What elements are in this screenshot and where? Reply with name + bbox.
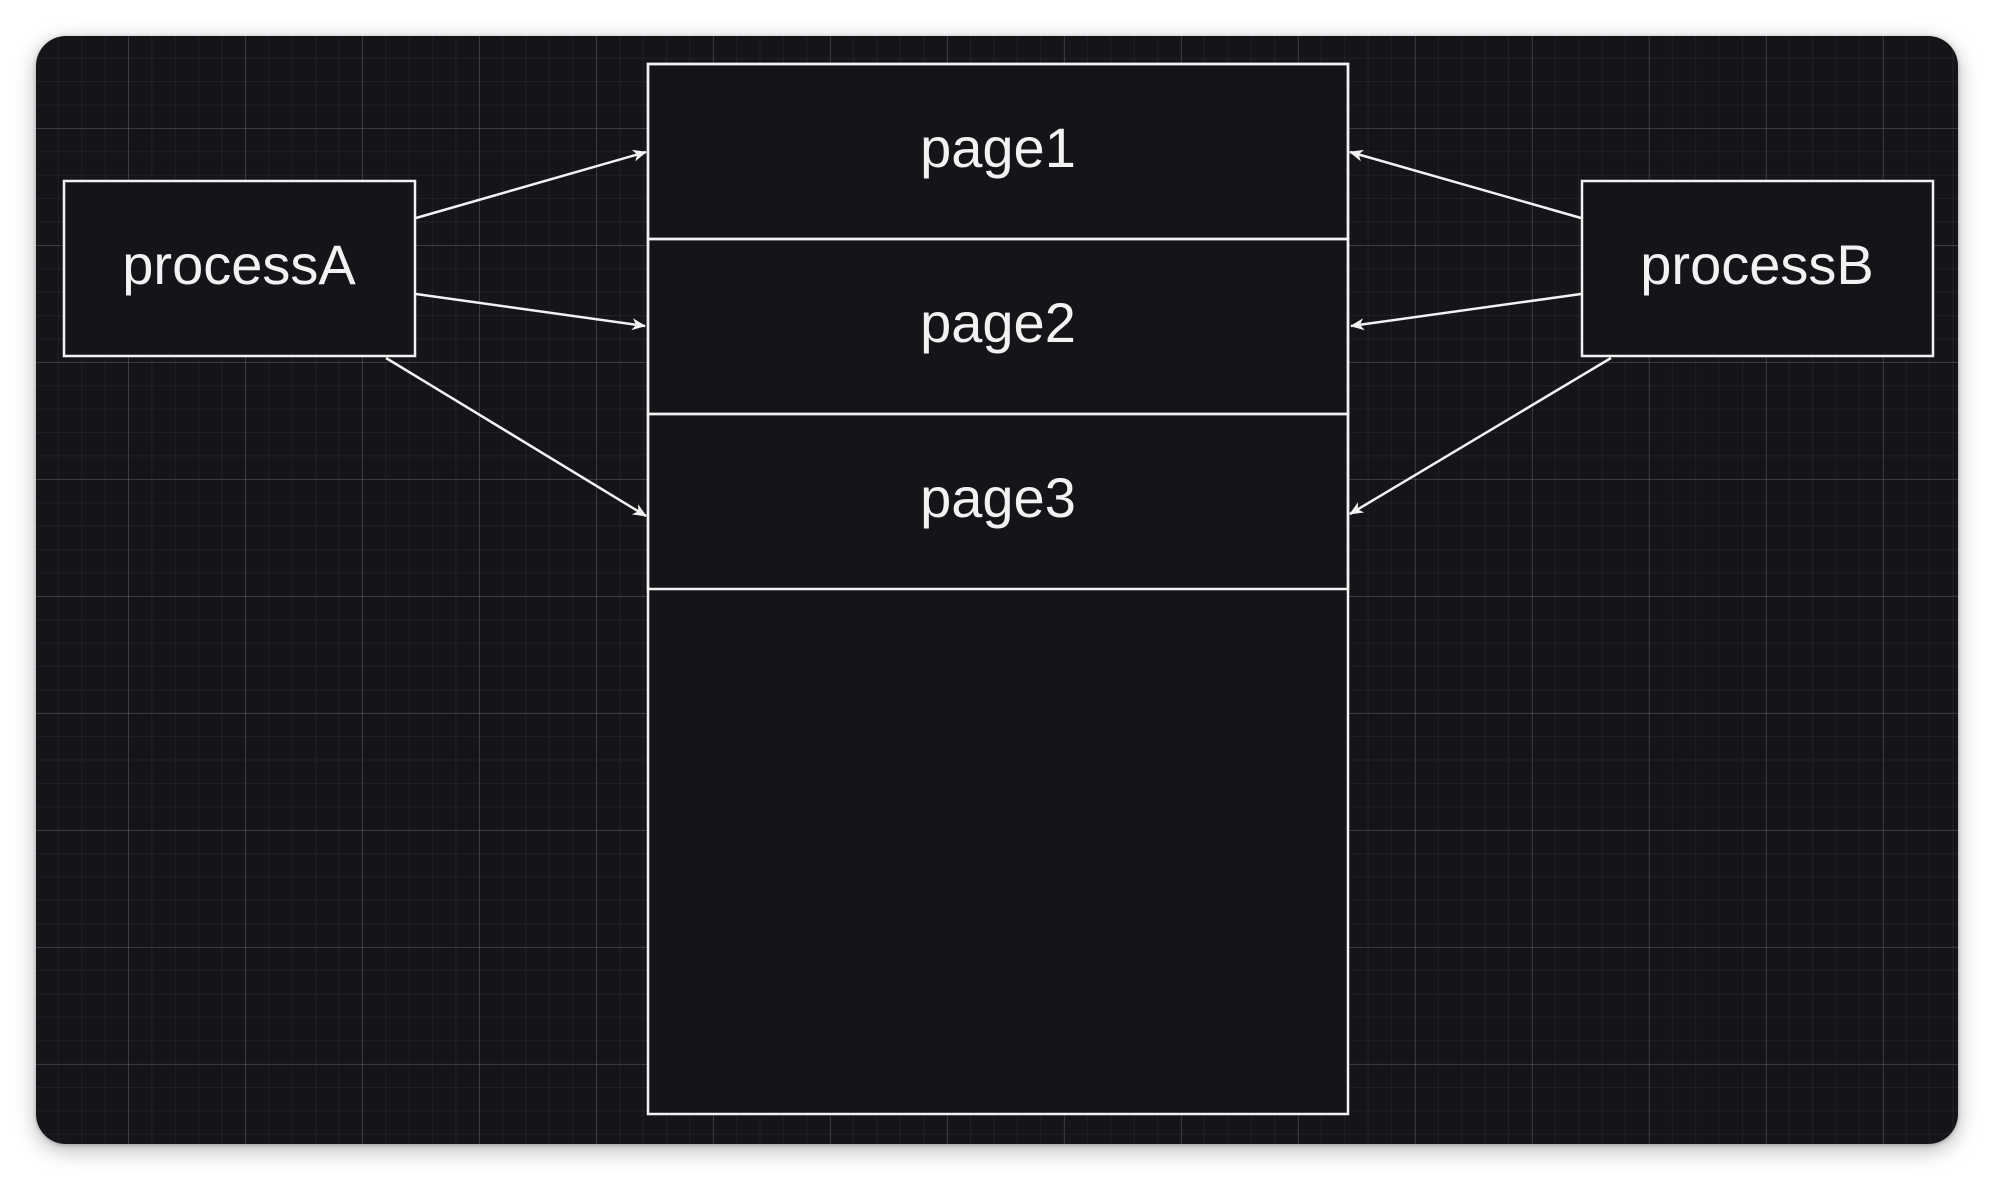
process-b-label: processB <box>1640 233 1873 296</box>
edge-processb-page1 <box>1349 149 1582 220</box>
edge-processa-page2 <box>415 292 646 331</box>
memory-block: page1 page2 page3 <box>646 62 1350 1116</box>
diagram-svg: page1 page2 page3 processA processB <box>62 62 1935 1116</box>
diagram-canvas: page1 page2 page3 processA processB <box>36 36 1958 1144</box>
edge-processa-page3 <box>385 356 647 518</box>
edge-processb-page2 <box>1350 292 1582 331</box>
process-b-node[interactable]: processB <box>1580 179 1935 358</box>
process-a-node[interactable]: processA <box>62 179 417 358</box>
page-1-label: page1 <box>920 116 1076 179</box>
page-2-label: page2 <box>920 291 1076 354</box>
edge-processa-page1 <box>415 149 647 220</box>
page-3[interactable]: page3 <box>646 412 1350 591</box>
process-a-box <box>62 179 417 358</box>
edge-processb-page3 <box>1349 356 1612 516</box>
page-3-label: page3 <box>920 466 1076 529</box>
process-a-label: processA <box>122 233 356 296</box>
page-3-box <box>646 412 1350 591</box>
process-b-box <box>1580 179 1935 358</box>
